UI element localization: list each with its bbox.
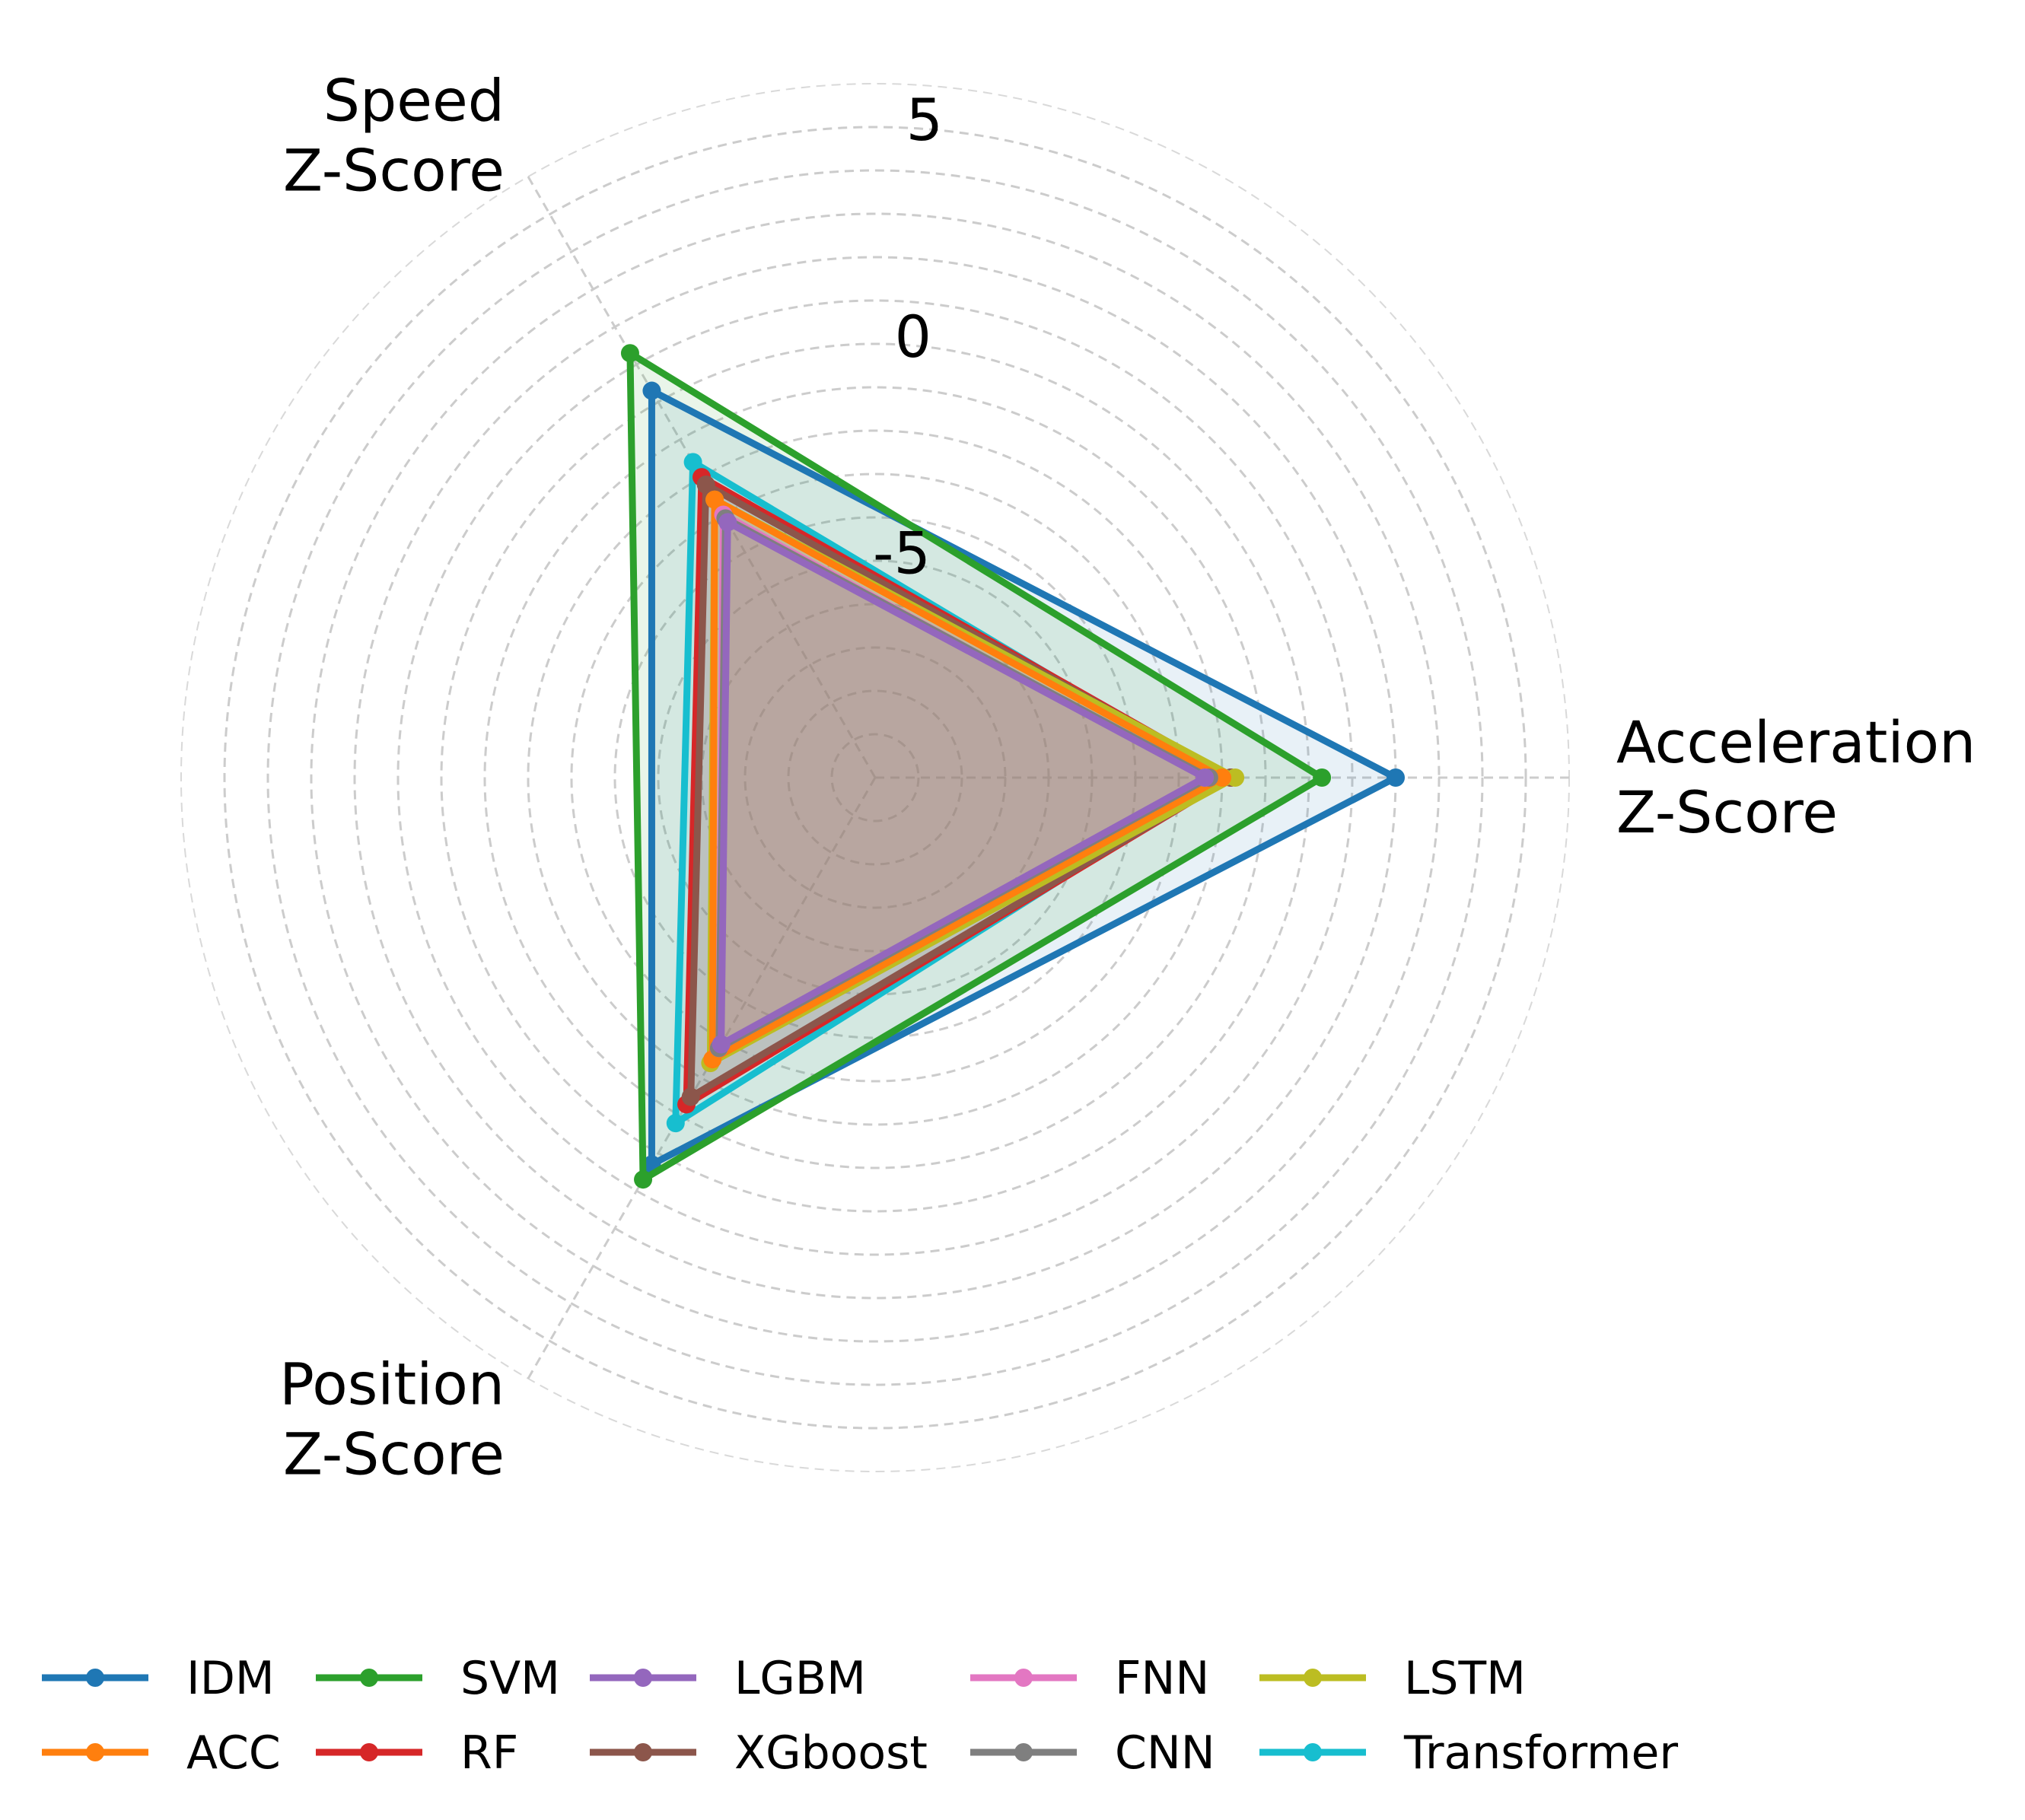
- series-line-acc: [708, 494, 1230, 1065]
- tick-label: 0: [895, 303, 931, 371]
- data-point-svm: [1313, 768, 1332, 787]
- legend-label: XGboost: [734, 1726, 928, 1780]
- legend-marker: [360, 1669, 378, 1687]
- legend-item-acc: ACC: [42, 1726, 281, 1780]
- series-fill-fnn: [718, 514, 1205, 1048]
- axis-spokes: [527, 176, 1569, 1379]
- legend-label: LSTM: [1404, 1652, 1526, 1705]
- tick-label: 5: [906, 86, 943, 154]
- data-point-lstm: [1226, 768, 1245, 787]
- axis-spoke: [527, 176, 877, 778]
- legend-item-lgbm: LGBM: [590, 1652, 866, 1705]
- series-fill-cnn: [718, 518, 1209, 1048]
- legend-marker: [1014, 1743, 1033, 1761]
- legend-marker: [1014, 1669, 1033, 1687]
- data-point-transformer: [666, 1114, 685, 1133]
- legend-marker: [634, 1669, 652, 1687]
- legend-item-fnn: FNN: [970, 1652, 1209, 1705]
- legend-item-rf: RF: [316, 1726, 518, 1780]
- series-line-xgboost: [687, 479, 1238, 1103]
- legend-marker: [86, 1669, 104, 1687]
- series-fill-transformer: [675, 462, 1222, 1124]
- legend: IDM ACC SVM RF LGBM XGboost FNN CNN LSTM Transfor…: [42, 1652, 1678, 1780]
- legend-marker: [634, 1743, 652, 1761]
- legend-item-transformer: Transformer: [1259, 1726, 1678, 1780]
- legend-marker: [360, 1743, 378, 1761]
- data-point-transformer: [683, 453, 702, 472]
- grid-circle: [223, 126, 1527, 1430]
- data-point-idm: [642, 381, 661, 400]
- series-line-svm: [626, 347, 1329, 1186]
- data-point-svm: [634, 1170, 653, 1189]
- data-point-lgbm: [1196, 768, 1215, 787]
- legend-item-xgboost: XGboost: [590, 1726, 928, 1780]
- grid-circle: [483, 386, 1267, 1169]
- series-fill-lgbm: [721, 522, 1205, 1045]
- series-line-idm: [648, 385, 1403, 1170]
- data-point-xgboost: [696, 475, 715, 494]
- series-fill-lstm: [710, 499, 1236, 1064]
- radial-tick-labels: -5 0 5: [873, 86, 943, 587]
- data-point-idm: [1387, 768, 1405, 787]
- legend-item-cnn: CNN: [970, 1726, 1215, 1780]
- series-fill-rf: [686, 477, 1231, 1105]
- data-point-lgbm: [712, 1035, 731, 1054]
- data-point-xgboost: [681, 1087, 700, 1106]
- legend-item-svm: SVM: [316, 1652, 560, 1705]
- series-fill-acc: [712, 499, 1222, 1060]
- legend-item-lstm: LSTM: [1259, 1652, 1526, 1705]
- legend-label: CNN: [1115, 1726, 1215, 1780]
- grid-circle: [787, 689, 963, 866]
- data-point-svm: [620, 344, 639, 363]
- axis-spoke: [527, 777, 877, 1379]
- legend-marker: [86, 1743, 104, 1761]
- grid-circle: [570, 473, 1180, 1083]
- legend-label: FNN: [1115, 1652, 1209, 1705]
- legend-item-idm: IDM: [42, 1652, 275, 1705]
- data-point-lgbm: [718, 513, 737, 532]
- legend-label: Transformer: [1403, 1726, 1678, 1780]
- legend-marker: [1304, 1669, 1322, 1687]
- data-point-acc: [705, 490, 724, 509]
- legend-label: SVM: [460, 1652, 560, 1705]
- grid-circle: [830, 733, 920, 822]
- series-fill-xgboost: [690, 484, 1231, 1097]
- series-line-lgbm: [718, 516, 1212, 1051]
- legend-label: RF: [460, 1726, 518, 1780]
- tick-label: -5: [873, 519, 931, 587]
- data-point-acc: [1213, 768, 1231, 787]
- legend-marker: [1304, 1743, 1322, 1761]
- legend-label: LGBM: [734, 1652, 866, 1705]
- legend-label: IDM: [186, 1652, 275, 1705]
- series-layer: [620, 344, 1405, 1189]
- grid-circle: [266, 169, 1484, 1386]
- legend-label: ACC: [186, 1726, 281, 1780]
